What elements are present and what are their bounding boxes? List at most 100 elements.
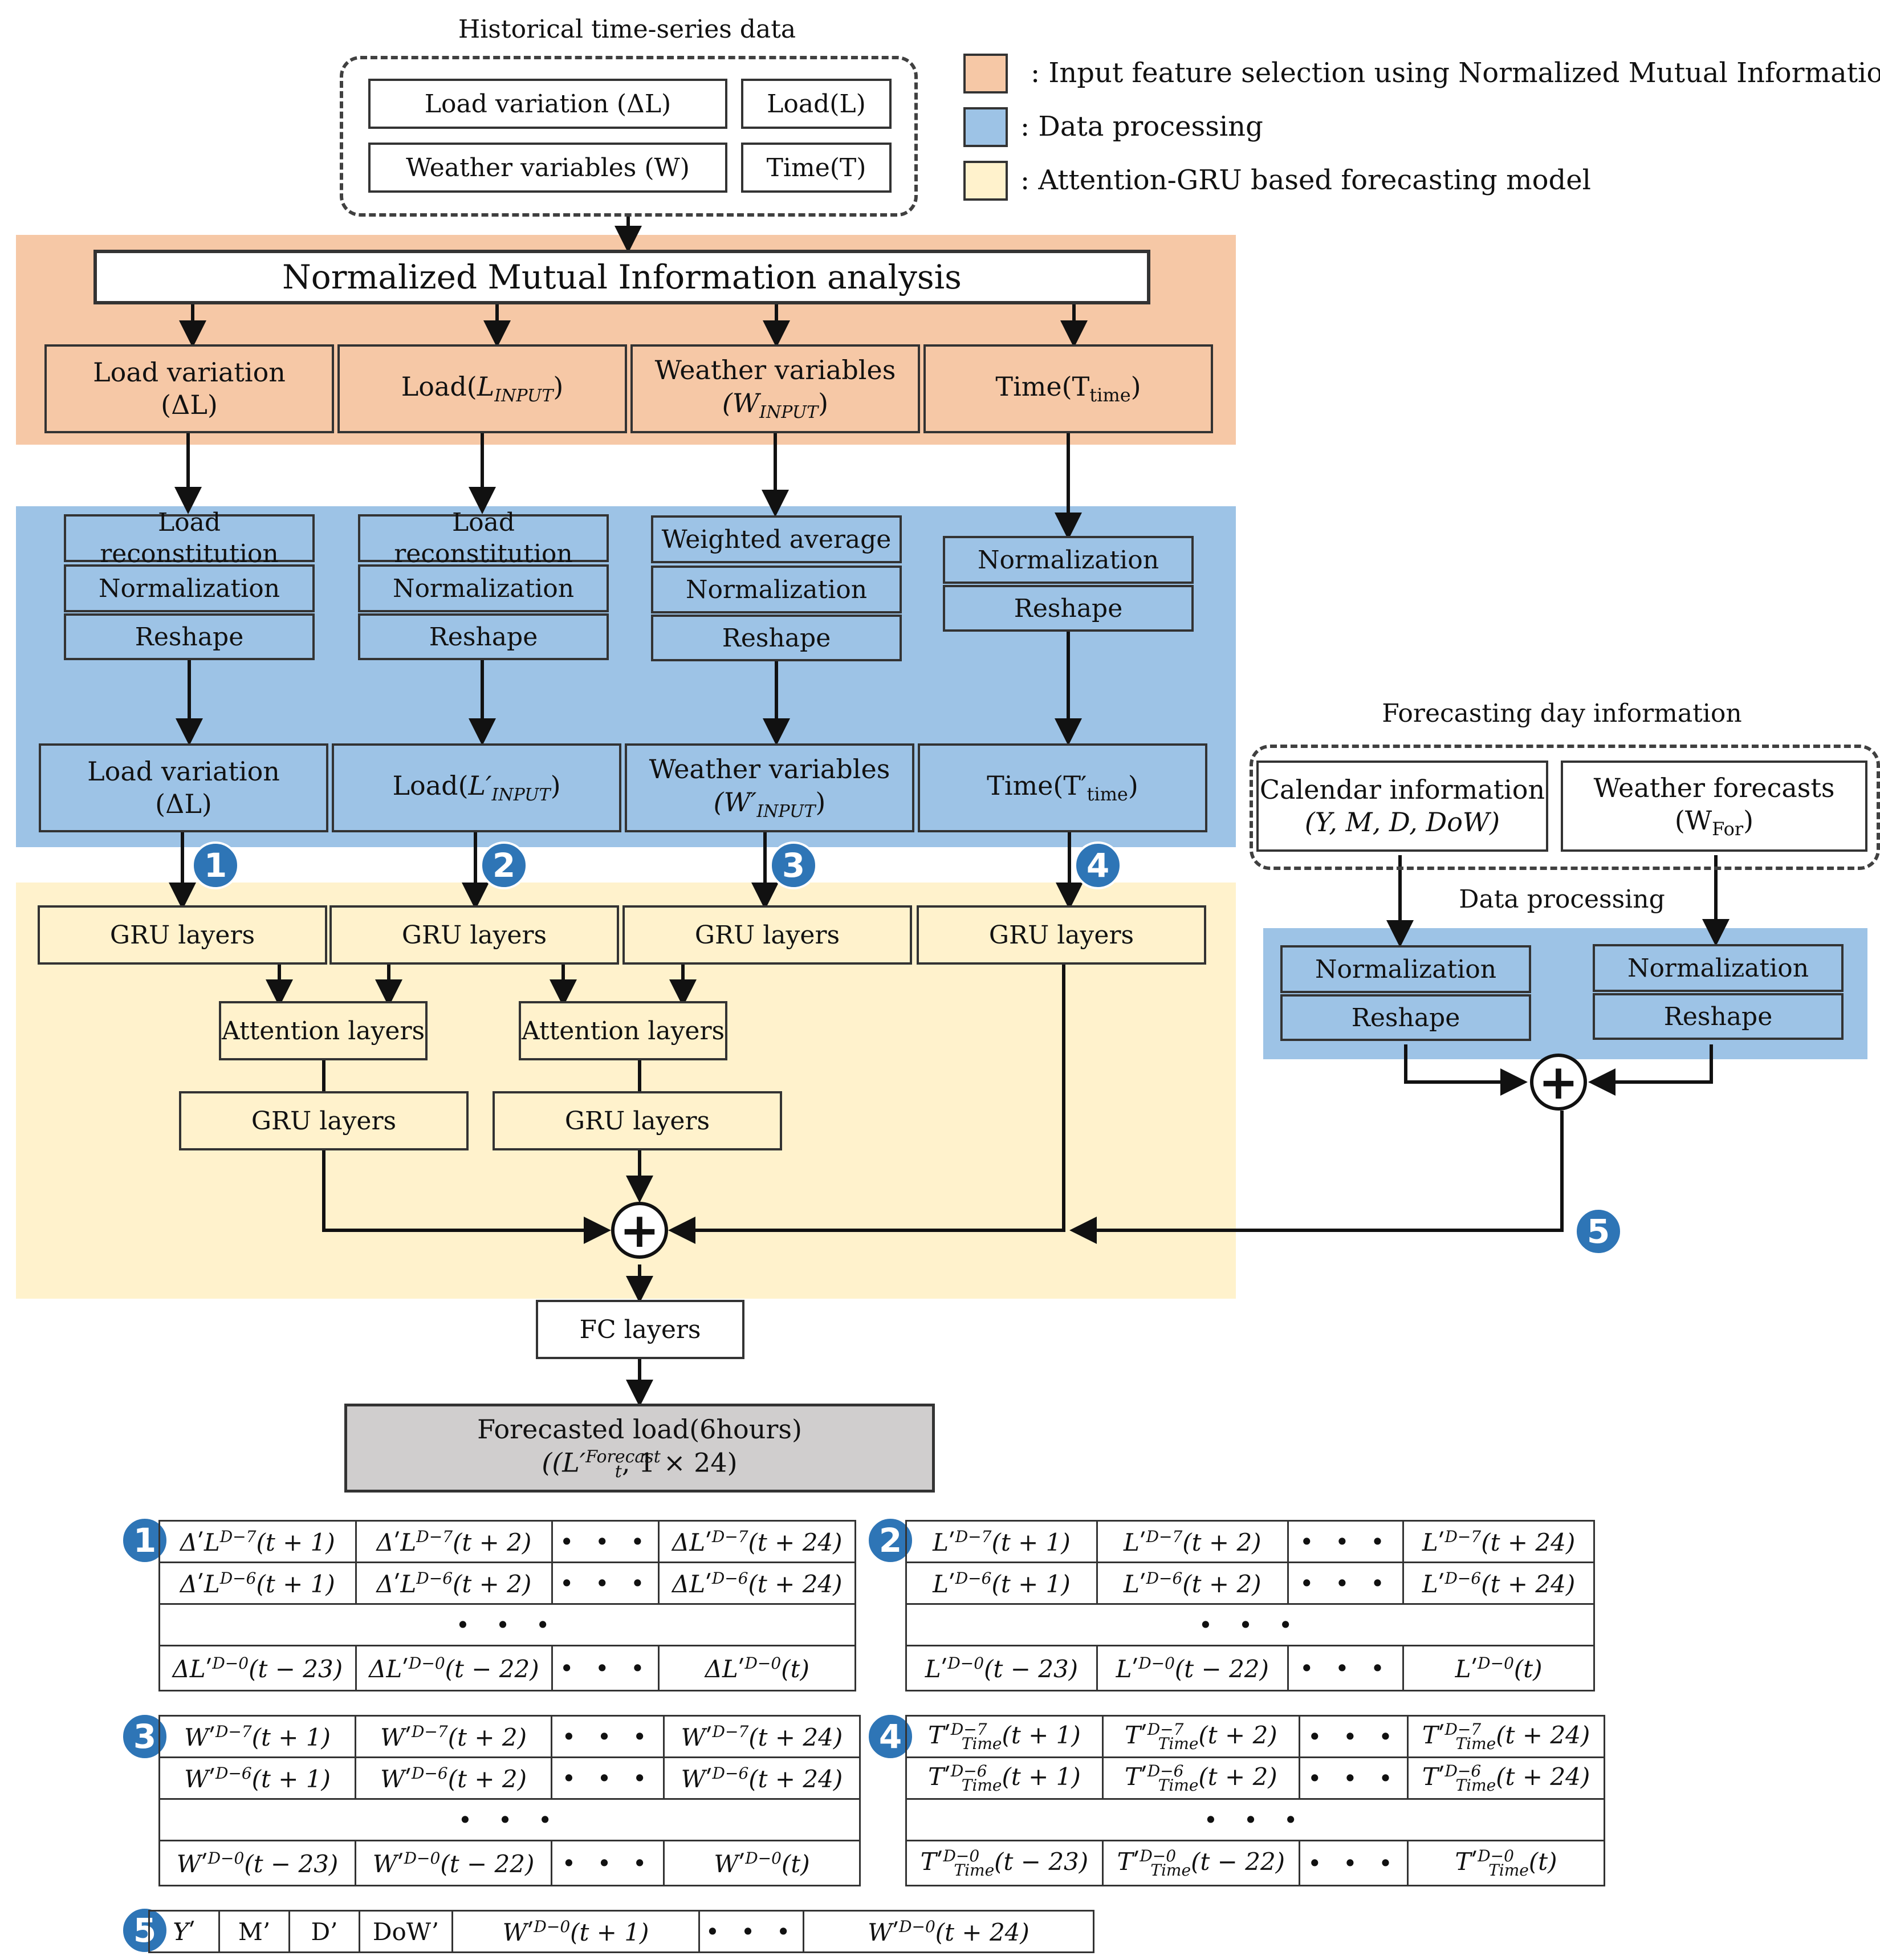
- forecasted-load-output: Forecasted load(6hours) ((L′Forecastt, 1…: [344, 1404, 935, 1493]
- proc1-reshape: Reshape: [64, 613, 315, 660]
- matrix-2-row: • • •: [905, 1603, 1595, 1646]
- matrix-5: Yʹ M’ D’ DoW’ WʹD−0(t + 1) • • • WʹD−0(t…: [148, 1910, 1094, 1953]
- legend-swatch-model: [963, 161, 1008, 201]
- cell: WʹD−7(t + 1): [158, 1715, 357, 1758]
- matrix-4-row: TʹD−0Time(t − 23)TʹD−0Time(t − 22)• • •T…: [905, 1840, 1605, 1886]
- proc1-load-reconstitution: Load reconstitution: [64, 508, 315, 568]
- nmi-load: Load(LINPUT): [337, 344, 627, 433]
- cell: WʹD−0(t + 1): [451, 1910, 700, 1953]
- cell: ΔLʹD−0(t − 23): [158, 1645, 357, 1691]
- ellipsis: • • •: [551, 1756, 665, 1800]
- weather-forecasts: Weather forecasts(WFor): [1561, 761, 1867, 852]
- forecast-weather-reshape: Reshape: [1593, 993, 1844, 1040]
- cell: WʹD−6(t + 1): [158, 1756, 357, 1800]
- cell: TʹD−6Time(t + 2): [1101, 1756, 1300, 1800]
- gru-layer-5: GRU layers: [179, 1091, 469, 1150]
- forecast-weather-normalization: Normalization: [1593, 944, 1844, 992]
- fc-layers: FC layers: [536, 1300, 744, 1359]
- proc-out-load-variation: Load variation(ΔL): [39, 743, 328, 832]
- cell: ΔʹLD−6(t + 2): [355, 1562, 554, 1605]
- matrix-5-row: Yʹ M’ D’ DoW’ WʹD−0(t + 1) • • • WʹD−0(t…: [148, 1910, 1094, 1953]
- matrix-2-row: LʹD−0(t − 23)LʹD−0(t − 22)• • •LʹD−0(t): [905, 1645, 1595, 1691]
- cell: WʹD−0(t): [662, 1840, 861, 1886]
- cell: ΔLʹD−0(t): [658, 1645, 856, 1691]
- historical-container: [340, 56, 918, 217]
- cell: LʹD−0(t − 23): [905, 1645, 1098, 1691]
- cell: ΔLʹD−7(t + 24): [658, 1520, 856, 1563]
- forecast-day-title: Forecasting day information: [1382, 699, 1742, 728]
- ellipsis-row: • • •: [905, 1798, 1605, 1841]
- attention-layer-1: Attention layers: [219, 1001, 428, 1060]
- legend-nmi: : Input feature selection using Normaliz…: [1031, 57, 1880, 89]
- cell: LʹD−7(t + 1): [905, 1520, 1098, 1563]
- proc3-reshape: Reshape: [651, 615, 902, 661]
- cell: LʹD−6(t + 2): [1096, 1562, 1289, 1605]
- ellipsis: • • •: [1298, 1840, 1409, 1886]
- matrix-1-row: ΔLʹD−0(t − 23)ΔLʹD−0(t − 22)• • •ΔLʹD−0(…: [158, 1645, 856, 1691]
- ellipsis: • • •: [551, 1715, 665, 1758]
- cell: Yʹ: [148, 1910, 220, 1953]
- matrix-2: LʹD−7(t + 1)LʹD−7(t + 2)• • •LʹD−7(t + 2…: [905, 1520, 1595, 1691]
- ellipsis: • • •: [551, 1840, 665, 1886]
- gru-layer-3: GRU layers: [622, 905, 912, 965]
- badge-3: 3: [770, 841, 817, 889]
- proc4-reshape: Reshape: [943, 585, 1194, 632]
- proc-out-load: Load(L′INPUT): [332, 743, 621, 832]
- cell: WʹD−0(t − 22): [355, 1840, 553, 1886]
- proc3-normalization: Normalization: [651, 566, 902, 613]
- forecast-cal-normalization: Normalization: [1280, 945, 1531, 993]
- cell: WʹD−7(t + 24): [662, 1715, 861, 1758]
- cell: TʹD−0Time(t − 22): [1101, 1840, 1300, 1886]
- historical-time: Time(T): [741, 143, 892, 193]
- gru-layer-4: GRU layers: [917, 905, 1206, 965]
- matrix-1-row: ΔʹLD−6(t + 1)ΔʹLD−6(t + 2)• • •ΔLʹD−6(t …: [158, 1562, 856, 1605]
- nmi-time: Time(Ttime): [923, 344, 1213, 433]
- matrix-2-row: LʹD−6(t + 1)LʹD−6(t + 2)• • •LʹD−6(t + 2…: [905, 1562, 1595, 1605]
- matrix-4: TʹD−7Time(t + 1)TʹD−7Time(t + 2)• • •TʹD…: [905, 1715, 1605, 1886]
- matrix-3: WʹD−7(t + 1)WʹD−7(t + 2)• • •WʹD−7(t + 2…: [158, 1715, 861, 1886]
- matrix-1-row: • • •: [158, 1603, 856, 1646]
- nmi-analysis-box: Normalized Mutual Information analysis: [93, 250, 1150, 304]
- cell: D’: [288, 1910, 360, 1953]
- cell: LʹD−0(t − 22): [1096, 1645, 1289, 1691]
- cell: ΔʹLD−7(t + 2): [355, 1520, 554, 1563]
- cell: LʹD−7(t + 24): [1402, 1520, 1595, 1563]
- cell: ΔLʹD−6(t + 24): [658, 1562, 856, 1605]
- ellipsis: • • •: [1287, 1562, 1405, 1605]
- nmi-weather: Weather variables(WINPUT): [630, 344, 920, 433]
- cell: M’: [218, 1910, 290, 1953]
- cell: ΔLʹD−0(t − 22): [355, 1645, 554, 1691]
- ellipsis: • • •: [1298, 1715, 1409, 1758]
- matrix-3-row: WʹD−6(t + 1)WʹD−6(t + 2)• • •WʹD−6(t + 2…: [158, 1756, 861, 1800]
- gru-layer-6: GRU layers: [493, 1091, 782, 1150]
- proc4-normalization: Normalization: [943, 536, 1194, 584]
- badge-1: 1: [192, 841, 239, 889]
- legend-swatch-nmi: [963, 54, 1008, 93]
- matrix-3-row: WʹD−0(t − 23)WʹD−0(t − 22)• • •WʹD−0(t): [158, 1840, 861, 1886]
- cell: TʹD−7Time(t + 1): [905, 1715, 1104, 1758]
- proc2-normalization: Normalization: [358, 564, 609, 612]
- matrix-1-row: ΔʹLD−7(t + 1)ΔʹLD−7(t + 2)• • •ΔLʹD−7(t …: [158, 1520, 856, 1563]
- cell: LʹD−0(t): [1402, 1645, 1595, 1691]
- forecast-day-container: [1250, 745, 1880, 870]
- ellipsis: • • •: [551, 1645, 660, 1691]
- ellipsis: • • •: [698, 1910, 804, 1953]
- cell: ΔʹLD−7(t + 1): [158, 1520, 357, 1563]
- forecast-cal-reshape: Reshape: [1280, 994, 1531, 1041]
- ellipsis-row: • • •: [158, 1798, 861, 1841]
- badge-5: 5: [1574, 1207, 1622, 1255]
- matrix-4-row: TʹD−7Time(t + 1)TʹD−7Time(t + 2)• • •TʹD…: [905, 1715, 1605, 1758]
- cell: TʹD−0Time(t): [1407, 1840, 1605, 1886]
- matrix-4-row: TʹD−6Time(t + 1)TʹD−6Time(t + 2)• • •TʹD…: [905, 1756, 1605, 1800]
- gru-layer-2: GRU layers: [329, 905, 619, 965]
- historical-weather: Weather variables (W): [368, 143, 727, 193]
- ellipsis-row: • • •: [158, 1603, 856, 1646]
- ellipsis: • • •: [551, 1562, 660, 1605]
- gru-layer-1: GRU layers: [38, 905, 327, 965]
- legend-processing: : Data processing: [1020, 111, 1263, 143]
- matrix-4-row: • • •: [905, 1798, 1605, 1841]
- ellipsis: • • •: [1287, 1520, 1405, 1563]
- cell: TʹD−7Time(t + 24): [1407, 1715, 1605, 1758]
- cell: LʹD−6(t + 24): [1402, 1562, 1595, 1605]
